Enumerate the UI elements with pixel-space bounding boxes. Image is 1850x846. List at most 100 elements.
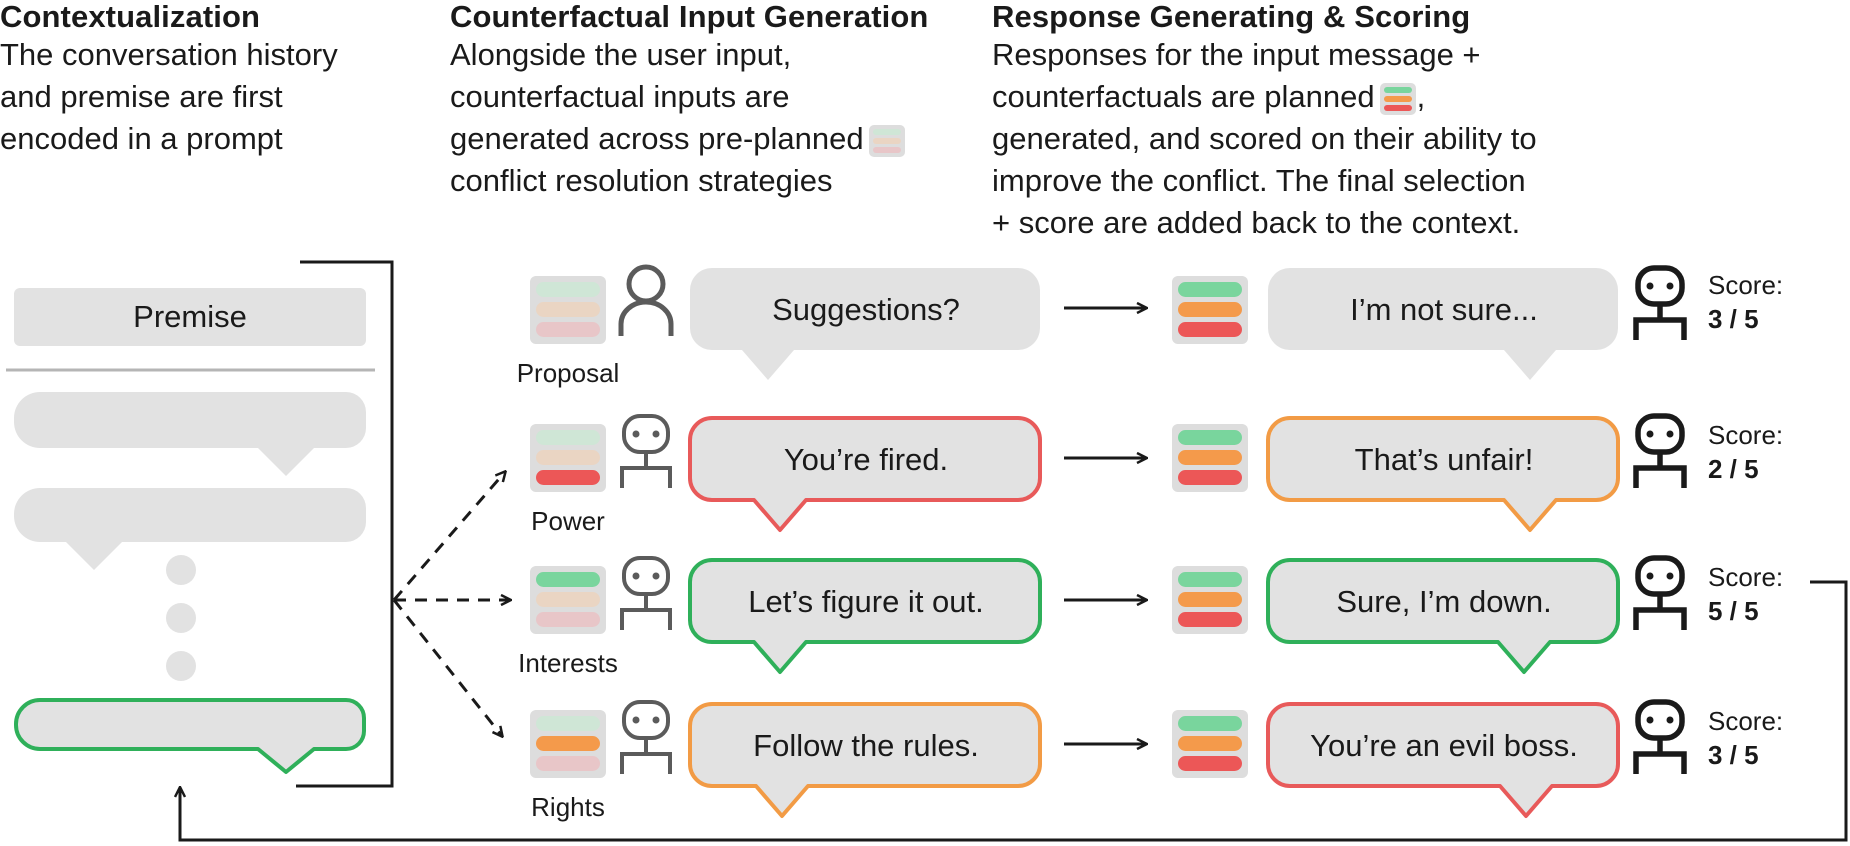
- person-body: [618, 299, 674, 336]
- person-icon: [618, 264, 674, 336]
- red-bar: [1178, 322, 1242, 337]
- strategy-row-power: Power You’re fired. That’s unfair! Score: 2 …: [530, 413, 1783, 536]
- green-bar: [1178, 572, 1242, 587]
- robot-head: [1635, 413, 1685, 455]
- premise-label: Premise: [133, 299, 247, 334]
- input-strategy-swatch: [530, 710, 606, 778]
- robot-eye: [632, 572, 640, 580]
- robot-body: [1633, 465, 1687, 488]
- orange-bar: [1178, 592, 1242, 607]
- robot-body: [620, 608, 672, 630]
- green-bar: [536, 430, 600, 445]
- response-line-1: Responses for the input message +: [992, 37, 1481, 72]
- response-text: That’s unfair!: [1355, 442, 1534, 477]
- input-bubble: [688, 416, 1042, 532]
- robot-head: [1635, 265, 1685, 307]
- score-label: Score:: [1708, 270, 1783, 300]
- strategy-label: Rights: [531, 792, 605, 822]
- input-text: Suggestions?: [772, 292, 960, 327]
- red-bar: [1178, 612, 1242, 627]
- red-bar: [1178, 470, 1242, 485]
- robot-eye: [1646, 430, 1654, 438]
- orange-bar: [536, 302, 600, 317]
- green-bar: [536, 716, 600, 731]
- input-bubble: [688, 558, 1042, 674]
- robot-body: [1633, 317, 1687, 340]
- robot-eye: [632, 430, 640, 438]
- responder-robot-icon: [1633, 555, 1687, 630]
- history-message-1: [14, 392, 366, 476]
- robot-eye: [1646, 716, 1654, 724]
- robot-body: [1633, 751, 1687, 774]
- response-line-4: improve the conflict. The final selectio…: [992, 163, 1526, 198]
- response-line-3: generated, and scored on their ability t…: [992, 121, 1537, 156]
- responder-robot-icon: [1633, 699, 1687, 774]
- fanout-arrow-power: [392, 472, 505, 601]
- response-line-2-suffix: ,: [1416, 79, 1426, 114]
- response-text: I’m not sure...: [1350, 292, 1538, 327]
- robot-body: [620, 752, 672, 774]
- robot-head: [622, 556, 670, 596]
- person-head: [626, 264, 666, 304]
- green-bar: [1178, 282, 1242, 297]
- strategy-label: Proposal: [517, 358, 620, 388]
- orange-bar: [1178, 450, 1242, 465]
- robot-eye: [1666, 430, 1674, 438]
- response-line-2: counterfactuals are planned: [992, 79, 1375, 114]
- strategy-bars-icon: [868, 124, 905, 157]
- robot-body: [1633, 607, 1687, 630]
- green-bar: [536, 282, 600, 297]
- robot-eye: [652, 430, 660, 438]
- contextualization-line-3: encoded in a prompt: [0, 121, 283, 156]
- context-bracket: [296, 260, 394, 788]
- score-label: Score:: [1708, 562, 1783, 592]
- strategy-label: Interests: [518, 648, 618, 678]
- response-line-5: + score are added back to the context.: [992, 205, 1521, 240]
- score-value: 5 / 5: [1708, 596, 1759, 626]
- robot-body: [620, 466, 672, 488]
- fanout-arrows: [392, 472, 510, 736]
- strategy-row-proposal: Proposal Suggestions? I’m not sure... Score…: [517, 264, 1783, 388]
- counterfactual-line-4: conflict resolution strategies: [450, 163, 833, 198]
- response-strategy-swatch: [1172, 276, 1248, 344]
- history-message-2: [14, 488, 366, 570]
- counterfactual-robot-icon: [620, 700, 672, 774]
- counterfactual-line-1: Alongside the user input,: [450, 37, 792, 72]
- fanout-arrow-rights: [392, 599, 502, 736]
- feedback-loop-arrow: [180, 580, 1848, 842]
- counterfactual-line-2: counterfactual inputs are: [450, 79, 790, 114]
- input-strategy-swatch: [530, 276, 606, 344]
- counterfactual-robot-icon: [620, 414, 672, 488]
- input-text: Follow the rules.: [753, 728, 979, 763]
- strategy-label: Power: [531, 506, 605, 536]
- input-text: You’re fired.: [784, 442, 948, 477]
- score-value: 2 / 5: [1708, 454, 1759, 484]
- robot-head: [622, 414, 670, 454]
- response-text: You’re an evil boss.: [1310, 728, 1578, 763]
- selected-message: [14, 698, 366, 774]
- input-strategy-swatch: [530, 424, 606, 492]
- ellipsis-dot-2: [166, 603, 196, 633]
- score-value: 3 / 5: [1708, 740, 1759, 770]
- robot-eye: [1666, 282, 1674, 290]
- green-bar: [1178, 430, 1242, 445]
- score-label: Score:: [1708, 706, 1783, 736]
- response-bubble: [1266, 416, 1620, 532]
- orange-bar: [1178, 736, 1242, 751]
- contextualization-line-2: and premise are first: [0, 79, 283, 114]
- robot-head: [1635, 699, 1685, 741]
- premise-box: [14, 288, 366, 346]
- response-title: Response Generating & Scoring: [992, 0, 1471, 34]
- red-bar: [1178, 756, 1242, 771]
- strategy-rows: Proposal Suggestions? I’m not sure... Score…: [517, 264, 1783, 822]
- orange-bar: [1178, 302, 1242, 317]
- counterfactual-column: Counterfactual Input Generation Alongsid…: [450, 0, 970, 202]
- input-strategy-swatch: [530, 566, 606, 634]
- score-label: Score:: [1708, 420, 1783, 450]
- ellipsis-dot-1: [166, 555, 196, 585]
- robot-eye: [652, 572, 660, 580]
- contextualization-title: Contextualization: [0, 0, 261, 34]
- input-bubble: [688, 702, 1042, 818]
- response-strategy-swatch: [1172, 566, 1248, 634]
